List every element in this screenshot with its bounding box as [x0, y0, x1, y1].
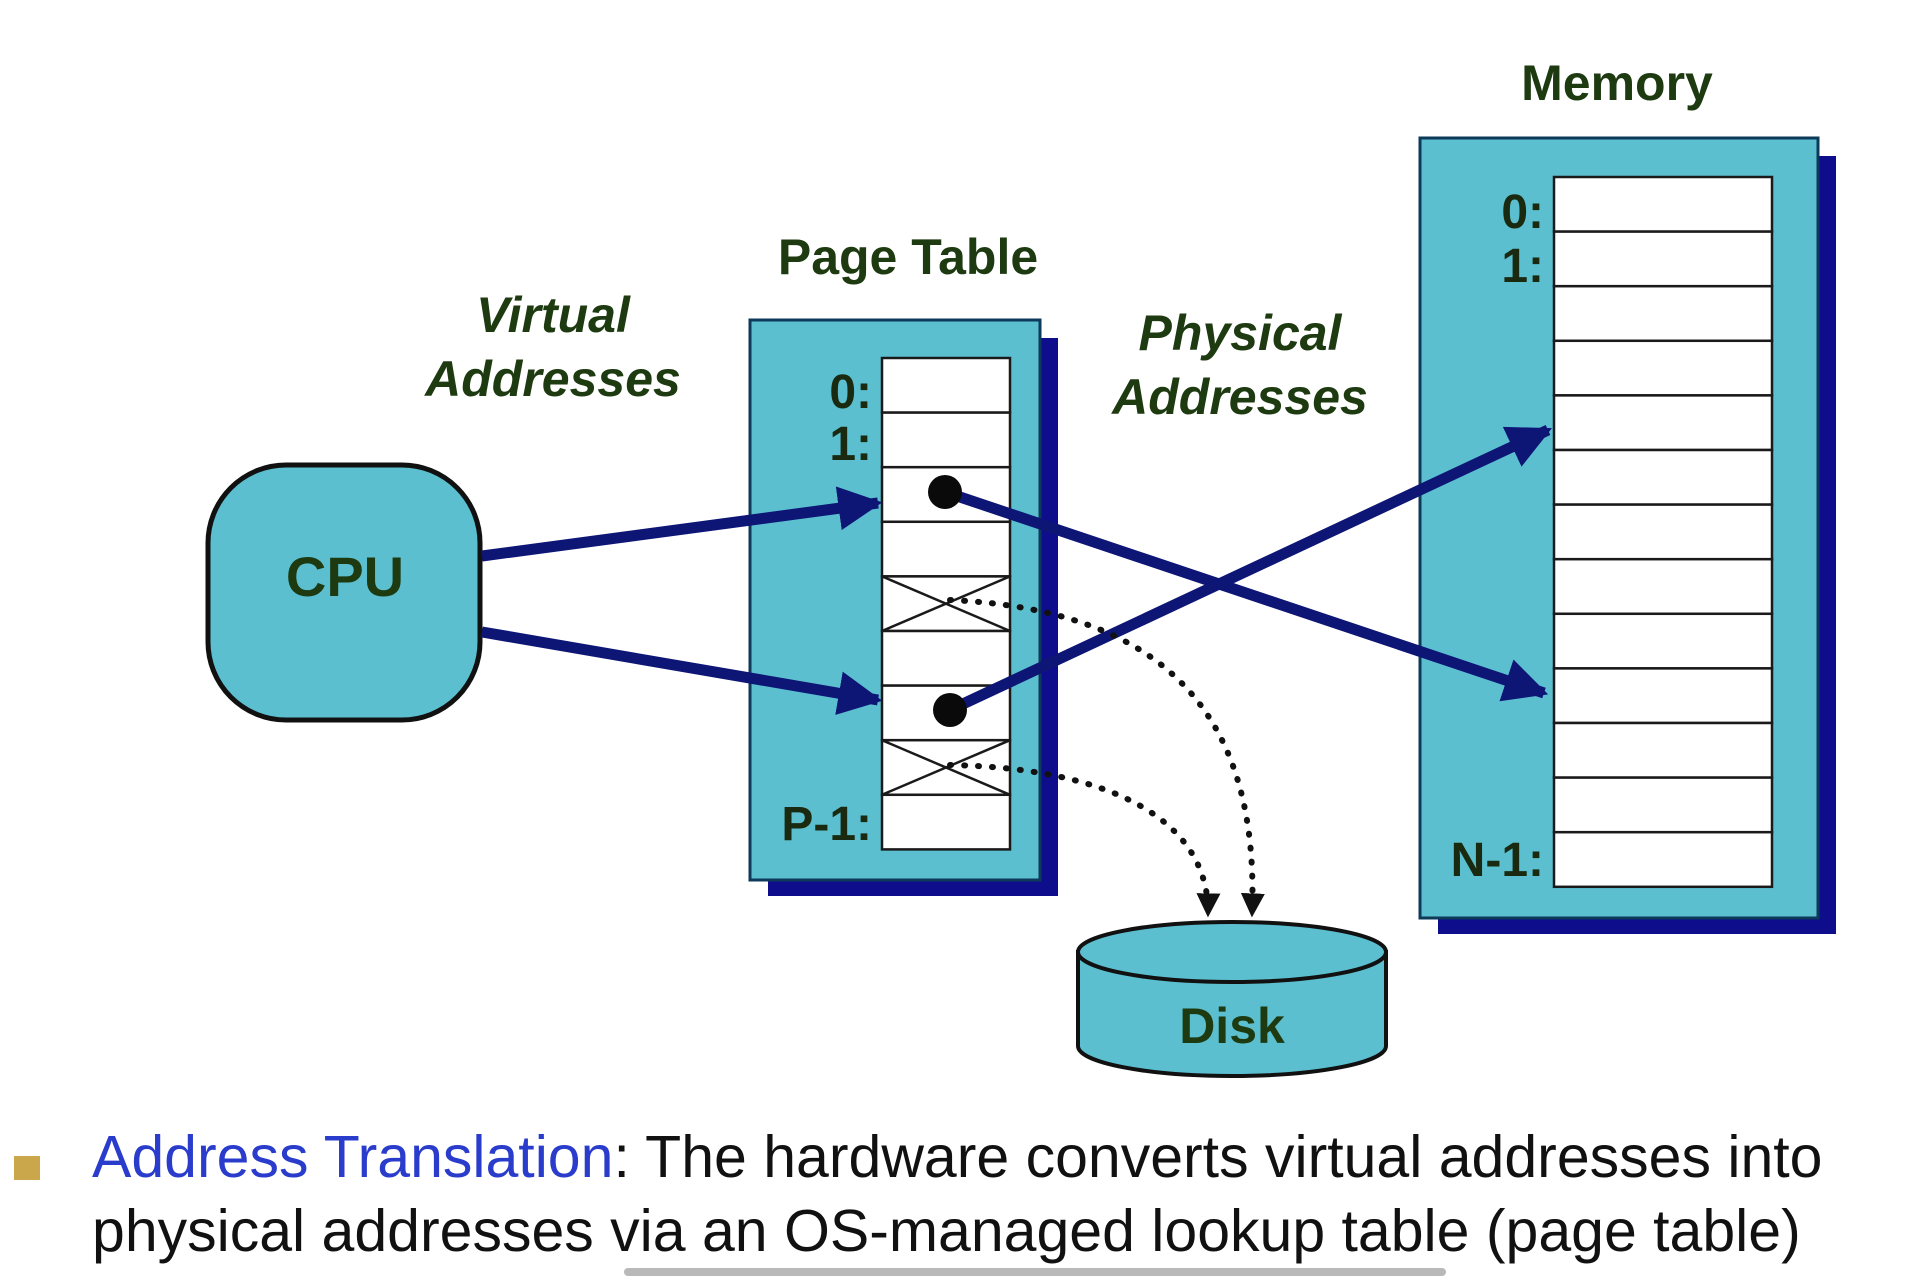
page-table-row-label-1: 1:	[829, 418, 872, 471]
arrow-cpu-to-page-table-lower	[481, 626, 883, 715]
caption-term: Address Translation	[92, 1124, 614, 1190]
memory-frame	[1552, 612, 1774, 670]
memory-frame	[1552, 230, 1774, 288]
dotted-arrow-to-disk-lower	[947, 762, 1221, 918]
page-table-entries	[880, 356, 1012, 851]
memory-frame	[1552, 557, 1774, 616]
arrow-page-table-to-memory-lower-frame	[943, 486, 1549, 702]
physical-label-line-2: Addresses	[1110, 369, 1368, 425]
memory-frame	[1552, 667, 1774, 725]
cpu-label: CPU	[286, 545, 404, 608]
virtual-label-line-1: Virtual	[476, 287, 631, 343]
cpu: CPU	[205, 462, 483, 723]
page-table-row-label-0: 0:	[829, 366, 872, 419]
disk-label: Disk	[1179, 998, 1285, 1054]
memory-row-label-1: 1:	[1501, 240, 1544, 293]
memory: Memory 0: 1: N-1:	[1418, 55, 1836, 934]
memory-frame	[1552, 175, 1774, 233]
memory-title: Memory	[1521, 55, 1713, 111]
page-table-title: Page Table	[778, 229, 1038, 285]
memory-frame	[1552, 830, 1774, 889]
caption-separator: :	[613, 1124, 630, 1190]
memory-frames	[1552, 175, 1774, 889]
page-table-entry	[880, 793, 1012, 851]
page-table-entry	[880, 356, 1012, 414]
memory-frame	[1552, 776, 1774, 834]
cpu-shape	[205, 462, 483, 723]
page-table-entry-on-disk-cross	[881, 739, 1011, 796]
horizontal-scrollbar-thumb[interactable]	[624, 1268, 1446, 1276]
disk-body	[1076, 950, 1388, 1078]
caption: Address Translation: The hardware conver…	[0, 1120, 1920, 1270]
disk: Disk	[1076, 920, 1388, 1078]
page-table-entry-on-disk-cross	[881, 575, 1011, 633]
physical-addresses-label: Physical Addresses	[1110, 305, 1368, 425]
arrow-page-table-to-memory-upper-frame	[947, 425, 1552, 715]
memory-frame	[1552, 284, 1774, 343]
arrow-cpu-to-page-table-upper	[481, 486, 883, 562]
bullet-square-icon	[14, 1156, 40, 1180]
physical-label-line-1: Physical	[1139, 305, 1343, 361]
dotted-arrow-to-disk-upper	[947, 597, 1265, 918]
memory-row-label-last: N-1:	[1451, 834, 1544, 887]
page-table: Page Table 0: 1: P-1:	[748, 229, 1058, 896]
memory-frame	[1552, 394, 1774, 452]
memory-frame	[1552, 339, 1774, 397]
memory-frame	[1552, 503, 1774, 561]
page-table-entry	[880, 629, 1012, 687]
page-table-entry	[880, 411, 1012, 469]
virtual-label-line-2: Addresses	[423, 351, 681, 407]
memory-frame	[1552, 448, 1774, 506]
caption-body: The hardware converts virtual addresses …	[92, 1124, 1823, 1264]
memory-frame	[1552, 721, 1774, 779]
valid-entry-dot-upper	[928, 475, 962, 509]
memory-row-label-0: 0:	[1501, 186, 1544, 239]
valid-entry-dot-lower	[933, 693, 967, 727]
page-table-row-label-last: P-1:	[781, 798, 872, 851]
virtual-addresses-label: Virtual Addresses	[423, 287, 681, 407]
disk-top	[1076, 920, 1388, 984]
page-table-entry	[880, 520, 1012, 578]
caption-text: Address Translation: The hardware conver…	[92, 1120, 1902, 1268]
